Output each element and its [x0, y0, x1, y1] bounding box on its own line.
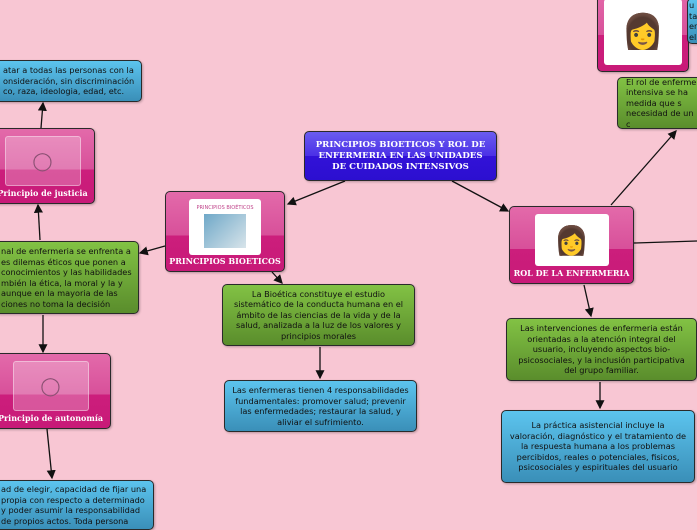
- node-label: Principio de autonomía: [0, 413, 104, 423]
- principios-image: PRINCIPIOS BIOÉTICOS: [189, 199, 261, 255]
- camera-icon: ◯: [4, 136, 81, 186]
- node-label: ROL DE LA ENFERMERIA: [513, 268, 630, 278]
- node-text: Las enfermeras tienen 4 responsabilidade…: [232, 385, 409, 427]
- principio-autonomia-node[interactable]: ◯ Principio de autonomía: [0, 353, 111, 429]
- justicia-text-node[interactable]: atar a todas las personas con la onsider…: [0, 60, 142, 102]
- autonomia-text-node[interactable]: ad de elegir, capacidad de fijar una pro…: [0, 480, 154, 530]
- edge: [271, 271, 283, 284]
- central-topic[interactable]: PRINCIPIOS BIOETICOS Y ROL DE ENFERMERIA…: [304, 131, 497, 181]
- node-text: La Bioética constituye el estudio sistem…: [233, 288, 404, 341]
- node-label: PRINCIPIOS BIOETICOS: [169, 256, 281, 266]
- bioetica-definition-node[interactable]: La Bioética constituye el estudio sistem…: [222, 284, 415, 346]
- nurse-image: 👩: [604, 0, 682, 65]
- practica-asistencial-node[interactable]: La práctica asistencial incluye la valor…: [501, 410, 695, 483]
- edge: [37, 101, 47, 129]
- responsabilidades-node[interactable]: Las enfermeras tienen 4 responsabilidade…: [224, 380, 417, 432]
- intervenciones-node[interactable]: Las intervenciones de enfermeria están o…: [506, 318, 697, 381]
- edge: [286, 180, 346, 206]
- node-text: u ta en el: [689, 0, 697, 42]
- top-right-node[interactable]: u ta en el: [687, 0, 697, 44]
- edge: [583, 284, 594, 318]
- edge: [33, 203, 43, 241]
- node-text: atar a todas las personas con la onsider…: [3, 65, 135, 97]
- principio-justicia-node[interactable]: ◯ Principio de justicia: [0, 128, 95, 204]
- node-label: Principio de justicia: [0, 188, 88, 198]
- rol-uci-node[interactable]: El rol de enferme intensiva se ha medida…: [617, 77, 697, 129]
- principios-bioeticos-node[interactable]: PRINCIPIOS BIOÉTICOS PRINCIPIOS BIOETICO…: [165, 191, 285, 272]
- edge: [46, 428, 56, 480]
- image-caption: PRINCIPIOS BIOÉTICOS: [196, 205, 254, 211]
- central-topic-text: PRINCIPIOS BIOETICOS Y ROL DE ENFERMERIA…: [315, 139, 486, 172]
- nurse-image: 👩: [534, 214, 609, 266]
- nurse-image-node[interactable]: 👩: [597, 0, 689, 72]
- node-text: Las intervenciones de enfermeria están o…: [518, 323, 685, 376]
- dilemas-node[interactable]: nal de enfermeria se enfrenta a es dilem…: [0, 241, 139, 314]
- camera-icon: ◯: [12, 361, 89, 411]
- edge: [451, 180, 510, 212]
- node-text: El rol de enferme intensiva se ha medida…: [626, 77, 697, 129]
- edge: [610, 130, 677, 206]
- node-text: nal de enfermeria se enfrenta a es dilem…: [1, 246, 132, 309]
- edge: [138, 245, 166, 256]
- node-text: La práctica asistencial incluye la valor…: [509, 420, 687, 473]
- rol-enfermeria-node[interactable]: 👩 ROL DE LA ENFERMERIA: [509, 206, 634, 284]
